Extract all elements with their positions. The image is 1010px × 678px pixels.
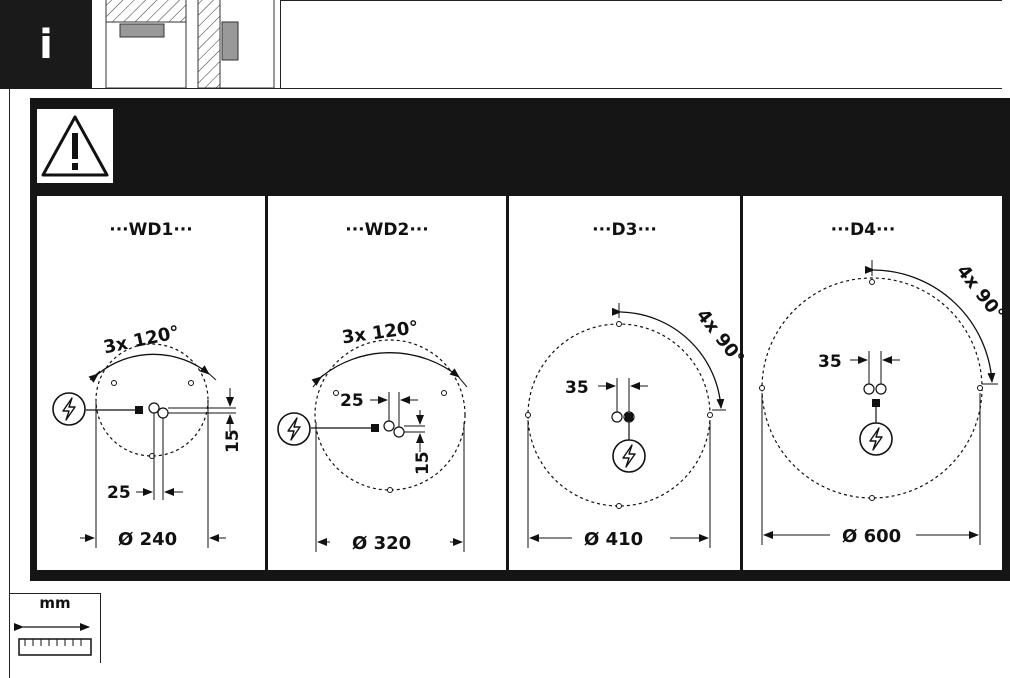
mounting-pictograms: [105, 0, 275, 89]
fixing-hole: [707, 412, 713, 418]
electrical-connection-icon: [277, 412, 311, 446]
fixing-hole: [869, 279, 875, 285]
mounting-drawings: 3x 120° 15 25 Ø 240 3x 120°: [52, 260, 998, 554]
fixing-hole: [333, 390, 339, 396]
mounting-wall-icon: [197, 0, 275, 89]
offset-label: 35: [818, 352, 842, 372]
offset-label: 15: [223, 429, 243, 453]
fixing-hole: [441, 390, 447, 396]
variant-title: ···D3···: [592, 220, 657, 240]
unit-label: mm: [39, 594, 71, 612]
fixing-hole: [759, 385, 765, 391]
warning-triangle-icon: [41, 115, 109, 177]
diameter-label: Ø 600: [842, 526, 901, 547]
drawing-d3: 4x 90° 35 Ø 410: [525, 303, 748, 550]
angle-arc: [311, 352, 460, 386]
variant-title: ···D4···: [830, 220, 896, 240]
electrical-connection-icon: [612, 439, 646, 473]
angle-label: 3x 120°: [341, 317, 420, 349]
offset-label: 15: [413, 451, 433, 475]
frame-lines: [92, 0, 1002, 89]
offset-label: 25: [107, 483, 131, 503]
fixing-hole: [111, 380, 117, 386]
drawing-d4: 4x 90° 35 Ø 600: [759, 260, 1008, 547]
angle-label: 4x 90°: [952, 261, 1008, 325]
angle-label: 3x 120°: [102, 322, 182, 359]
diameter-label: Ø 320: [352, 533, 411, 554]
drawing-wd2: 3x 120° 25 15 Ø 320: [277, 317, 468, 554]
fixing-hole: [869, 495, 875, 501]
ruler-icon: [9, 593, 101, 663]
angle-arc: [611, 307, 725, 409]
mounting-ceiling-icon: [105, 0, 187, 89]
variant-cell-d4: ···D4···: [743, 196, 1002, 570]
angle-arc: [88, 353, 210, 383]
offset-label: 35: [565, 378, 589, 398]
hole-circle: [314, 339, 466, 491]
variant-title: ···WD2···: [345, 220, 429, 240]
info-icon: i: [0, 0, 92, 89]
fixing-hole: [387, 487, 393, 493]
warning-box: [37, 109, 113, 183]
variant-cell-wd1: ···WD1···: [37, 196, 265, 570]
electrical-connection-icon: [859, 422, 893, 456]
angle-label: 4x 90°: [692, 305, 748, 369]
fixing-hole: [616, 503, 622, 509]
electrical-connection-icon: [52, 392, 86, 426]
outer-frame: [9, 88, 1010, 678]
hole-circle: [95, 343, 209, 457]
offset-label: 25: [340, 391, 364, 411]
diameter-label: Ø 240: [118, 529, 177, 550]
fixing-hole: [616, 321, 622, 327]
fixing-hole: [188, 380, 194, 386]
fixing-hole: [525, 412, 531, 418]
diameter-label: Ø 410: [584, 529, 643, 550]
drawing-wd1: 3x 120° 15 25 Ø 240: [52, 322, 243, 550]
angle-arc: [864, 265, 996, 383]
fixing-hole: [977, 385, 983, 391]
variant-title: ···WD1···: [109, 220, 193, 240]
